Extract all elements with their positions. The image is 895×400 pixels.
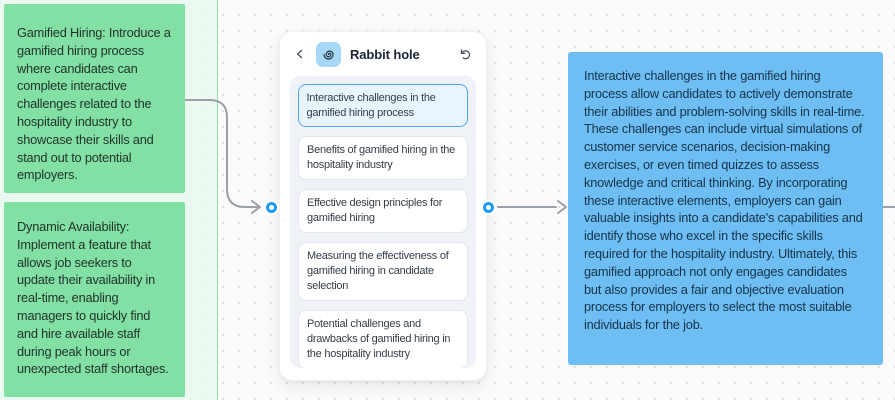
- chevron-left-icon: [296, 49, 303, 59]
- topic-item-selected[interactable]: Interactive challenges in the gamified h…: [298, 84, 468, 127]
- widget-title: Rabbit hole: [350, 46, 420, 62]
- refresh-icon[interactable]: ↻: [457, 47, 476, 61]
- connection-port-right[interactable]: [483, 202, 494, 213]
- topic-item[interactable]: Effective design principles for gamified…: [298, 189, 468, 233]
- spiral-icon: [316, 41, 341, 67]
- rabbit-hole-widget[interactable]: Rabbit hole ↻ Interactive challenges in …: [279, 31, 487, 381]
- answer-note-blue[interactable]: Interactive challenges in the gamified h…: [568, 52, 883, 365]
- topic-item[interactable]: Measuring the effectiveness of gamified …: [298, 242, 468, 301]
- back-button[interactable]: [293, 47, 307, 61]
- sticky-note-text: Dynamic Availability: Implement a featur…: [17, 219, 169, 377]
- answer-note-text: Interactive challenges in the gamified h…: [584, 68, 865, 333]
- widget-header: Rabbit hole ↻: [280, 32, 486, 76]
- connection-port-left[interactable]: [266, 202, 277, 213]
- connector-arrow-widget-to-answer[interactable]: [497, 200, 567, 214]
- sticky-note-gamified-hiring[interactable]: Gamified Hiring: Introduce a gamified hi…: [4, 4, 185, 193]
- topic-item[interactable]: Benefits of gamified hiring in the hospi…: [298, 136, 468, 180]
- sticky-note-dynamic-availability[interactable]: Dynamic Availability: Implement a featur…: [4, 202, 185, 397]
- sticky-note-text: Gamified Hiring: Introduce a gamified hi…: [17, 25, 171, 183]
- topic-list: Interactive challenges in the gamified h…: [290, 76, 476, 368]
- topic-item[interactable]: Potential challenges and drawbacks of ga…: [298, 310, 468, 368]
